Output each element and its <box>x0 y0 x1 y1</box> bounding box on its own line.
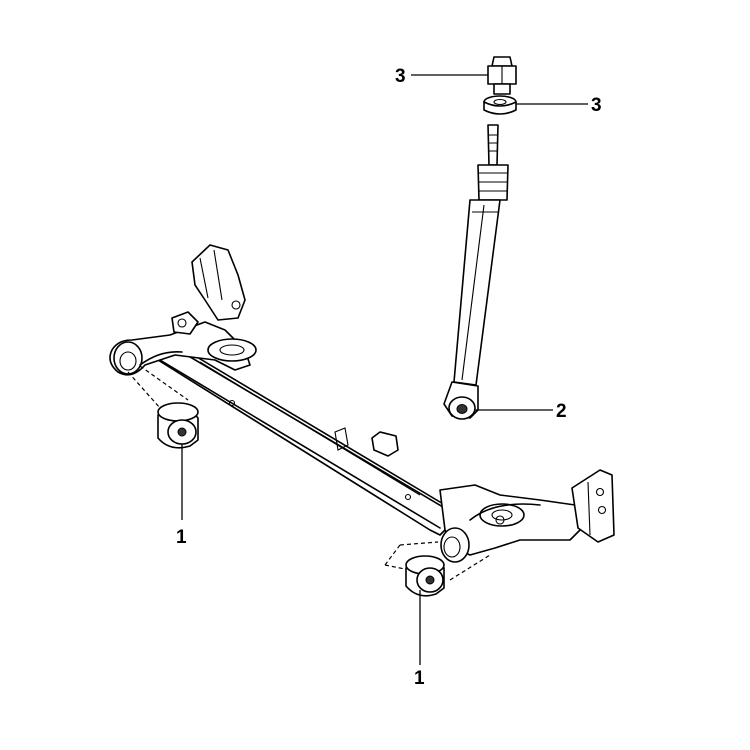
upper-nut <box>487 56 517 95</box>
callout-upper-washer: 3 <box>591 95 602 116</box>
rear-beam-axle <box>109 244 615 563</box>
bushing-left <box>157 402 199 449</box>
callout-upper-nut: 3 <box>395 66 406 87</box>
leader-lines <box>181 74 588 665</box>
bushing-right <box>405 555 445 597</box>
upper-washer <box>483 95 517 115</box>
shock-absorber <box>443 124 509 420</box>
callout-shock-absorber: 2 <box>556 401 567 422</box>
callout-bushing-right: 1 <box>414 668 425 689</box>
callout-bushing-left: 1 <box>176 527 187 548</box>
